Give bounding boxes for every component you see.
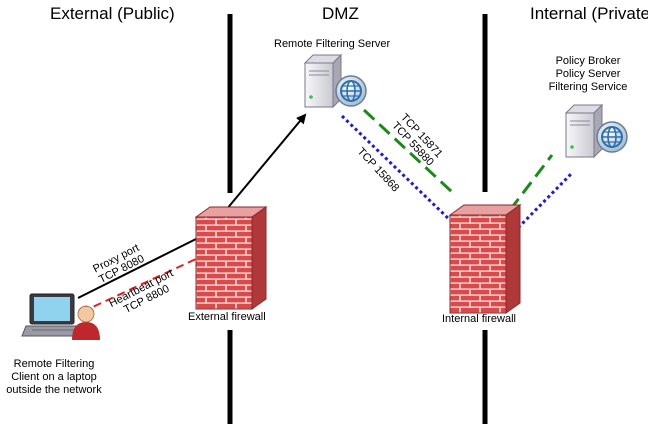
internal-server-label: Policy Broker Policy Server Filtering Se… bbox=[538, 55, 638, 94]
green-internal-line bbox=[508, 154, 554, 211]
internal-server-label-line: Filtering Service bbox=[548, 81, 628, 93]
internal-server-icon bbox=[564, 103, 628, 159]
external-firewall-icon bbox=[194, 206, 268, 310]
user-icon bbox=[72, 305, 100, 340]
internal-firewall-icon bbox=[448, 204, 522, 314]
connections bbox=[77, 108, 574, 313]
remote-filtering-server-label: Remote Filtering Server bbox=[274, 38, 391, 50]
client-label-line: outside the network bbox=[6, 384, 102, 396]
remote-filtering-server-icon bbox=[303, 53, 367, 109]
external-firewall-label: External firewall bbox=[188, 311, 266, 323]
globe-icon bbox=[596, 121, 628, 153]
globe-icon bbox=[335, 75, 367, 107]
zone-title-dmz: DMZ bbox=[322, 4, 359, 23]
firewall-to-server-arrow bbox=[225, 113, 307, 211]
heartbeat-connection-line bbox=[81, 257, 199, 313]
zone-dividers bbox=[227, 14, 488, 424]
internal-firewall-label: Internal firewall bbox=[442, 313, 516, 325]
zone-title-internal: Internal (Private) bbox=[530, 4, 648, 23]
client-label: Remote Filtering Client on a laptop outs… bbox=[0, 358, 108, 397]
internal-server-label-line: Policy Server bbox=[555, 68, 621, 80]
internal-server-label-line: Policy Broker bbox=[555, 55, 621, 67]
blue-internal-line bbox=[512, 171, 574, 234]
proxy-connection-line bbox=[77, 237, 199, 299]
zone-title-external: External (Public) bbox=[50, 4, 175, 23]
blue-dmz-line bbox=[340, 114, 454, 224]
client-label-line: Client on a laptop bbox=[11, 371, 97, 383]
client-label-line: Remote Filtering bbox=[13, 358, 95, 370]
laptop-user-icon bbox=[21, 293, 100, 340]
